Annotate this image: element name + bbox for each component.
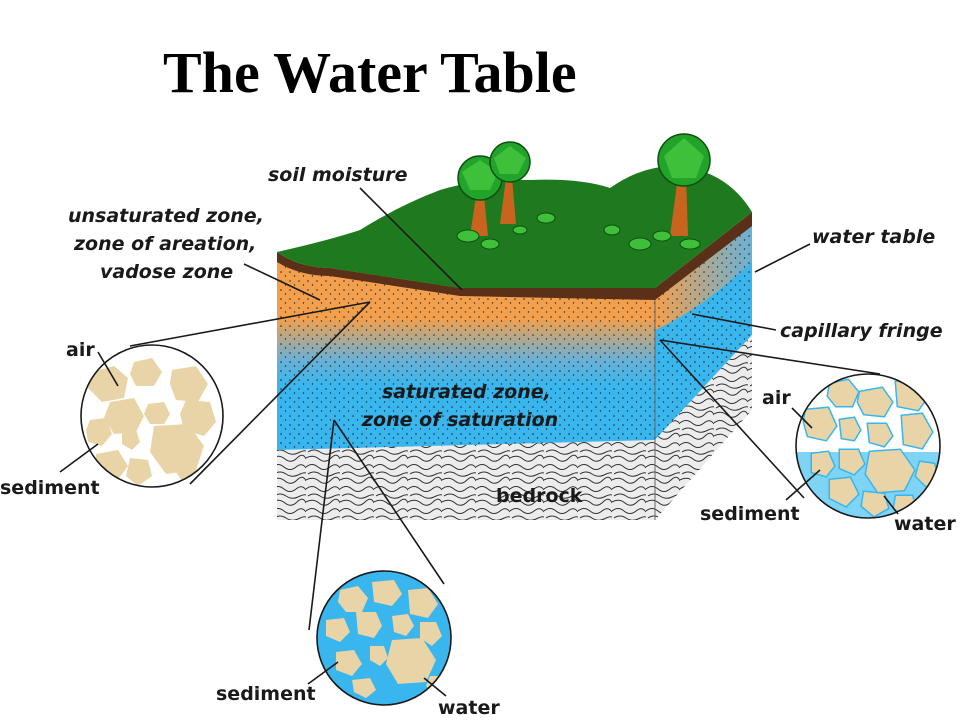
saturated-zone-label-2: zone of saturation bbox=[361, 409, 558, 431]
shrub-icons bbox=[456, 212, 701, 251]
water-label-bottom: water bbox=[438, 697, 500, 719]
capillary-fringe-closeup bbox=[795, 373, 941, 519]
palm-tree-icon bbox=[489, 141, 531, 224]
sediment-label-left: sediment bbox=[0, 477, 100, 499]
bedrock-layer-side bbox=[655, 335, 752, 520]
soil-moisture-label: soil moisture bbox=[268, 164, 408, 186]
palm-tree-icon bbox=[657, 133, 711, 236]
unsaturated-zone-closeup bbox=[80, 344, 224, 488]
air-label-left: air bbox=[66, 339, 95, 361]
unsaturated-zone-label-1: unsaturated zone, bbox=[68, 205, 264, 227]
bedrock-label: bedrock bbox=[496, 485, 583, 507]
unsaturated-zone-label-2: zone of areation, bbox=[73, 233, 256, 255]
saturated-zone-label-1: saturated zone, bbox=[382, 381, 551, 403]
page-title: The Water Table bbox=[163, 40, 577, 105]
soil-block-front bbox=[277, 262, 655, 520]
bedrock-layer-front bbox=[277, 440, 655, 520]
saturated-zone-closeup bbox=[316, 570, 452, 706]
sediment-label-bottom: sediment bbox=[216, 683, 316, 705]
water-label-right: water bbox=[894, 513, 956, 535]
water-table-label: water table bbox=[812, 226, 935, 248]
unsaturated-zone-label-3: vadose zone bbox=[100, 261, 233, 283]
capillary-fringe-label: capillary fringe bbox=[780, 320, 943, 342]
air-label-right: air bbox=[762, 387, 791, 409]
sediment-label-right: sediment bbox=[700, 503, 800, 525]
